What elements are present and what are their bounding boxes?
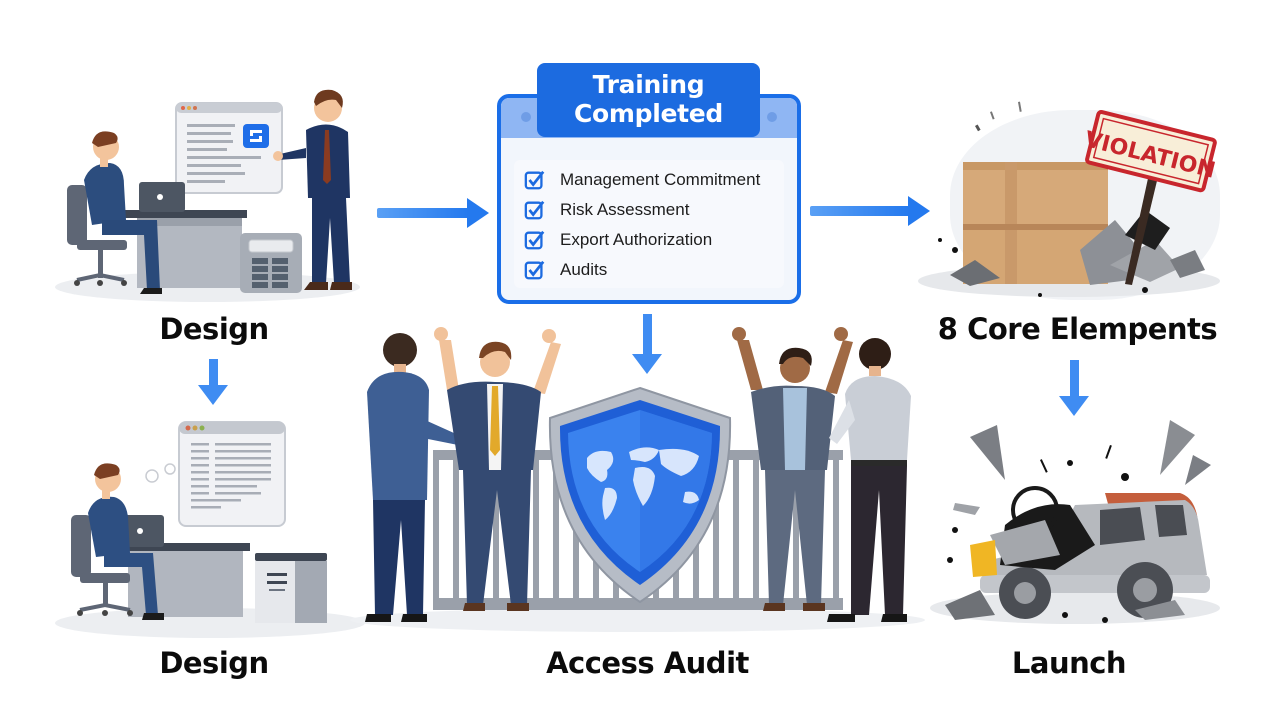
team-shield-gate-icon <box>365 327 911 622</box>
window-dot <box>767 112 777 122</box>
boxes-violation-icon: VIOLATION <box>938 101 1218 297</box>
checklist-item[interactable]: Risk Assessment <box>524 197 689 223</box>
heading-line-1: Training <box>592 70 705 99</box>
stage-label-design-top: Design <box>159 312 269 346</box>
checklist-item[interactable]: Export Authorization <box>524 227 712 253</box>
checklist-item[interactable]: Audits <box>524 257 607 283</box>
cabinet-icon <box>240 233 302 293</box>
person-cheering-right <box>732 327 853 611</box>
arrow-down-icon <box>632 314 662 374</box>
stage-label-launch: Launch <box>1011 646 1127 680</box>
presenter-person-icon <box>273 89 352 290</box>
checklist-panel <box>514 160 784 288</box>
desk-with-worker-icon <box>67 131 247 294</box>
heading-line-2: Completed <box>573 99 724 128</box>
checklist-label: Audits <box>560 260 608 279</box>
arrow-down-icon <box>198 359 228 405</box>
checkbox-checked-icon[interactable] <box>524 229 546 251</box>
car-crash-icon <box>945 420 1211 623</box>
stage-label-access-audit: Access Audit <box>546 646 749 680</box>
person-cheering-yellow-tie <box>434 327 561 611</box>
checklist-label: Management Commitment <box>560 170 761 189</box>
person-right-back <box>827 338 911 622</box>
checklist-label: Export Authorization <box>560 230 713 249</box>
checklist-label: Risk Assessment <box>560 200 690 219</box>
presentation-screen-icon <box>175 102 283 194</box>
document-window-icon <box>178 421 286 527</box>
checkbox-checked-icon[interactable] <box>524 169 546 191</box>
thought-bubbles-icon <box>145 463 176 483</box>
stage-label-core-elements: 8 Core Elempents <box>937 312 1218 346</box>
checkbox-checked-icon[interactable] <box>524 199 546 221</box>
arrow-right-icon <box>377 198 489 228</box>
desk-with-worker-icon <box>71 463 250 620</box>
checklist-item[interactable]: Management Commitment <box>524 167 760 193</box>
window-dot <box>521 112 531 122</box>
card-heading: Training Completed <box>537 63 760 137</box>
filing-cabinet-icon <box>255 553 327 623</box>
stage-label-design-bottom: Design <box>159 646 269 680</box>
person-left-back <box>365 333 465 622</box>
arrow-right-icon <box>810 196 930 226</box>
checkbox-checked-icon[interactable] <box>524 259 546 281</box>
arrow-down-icon <box>1059 360 1089 416</box>
